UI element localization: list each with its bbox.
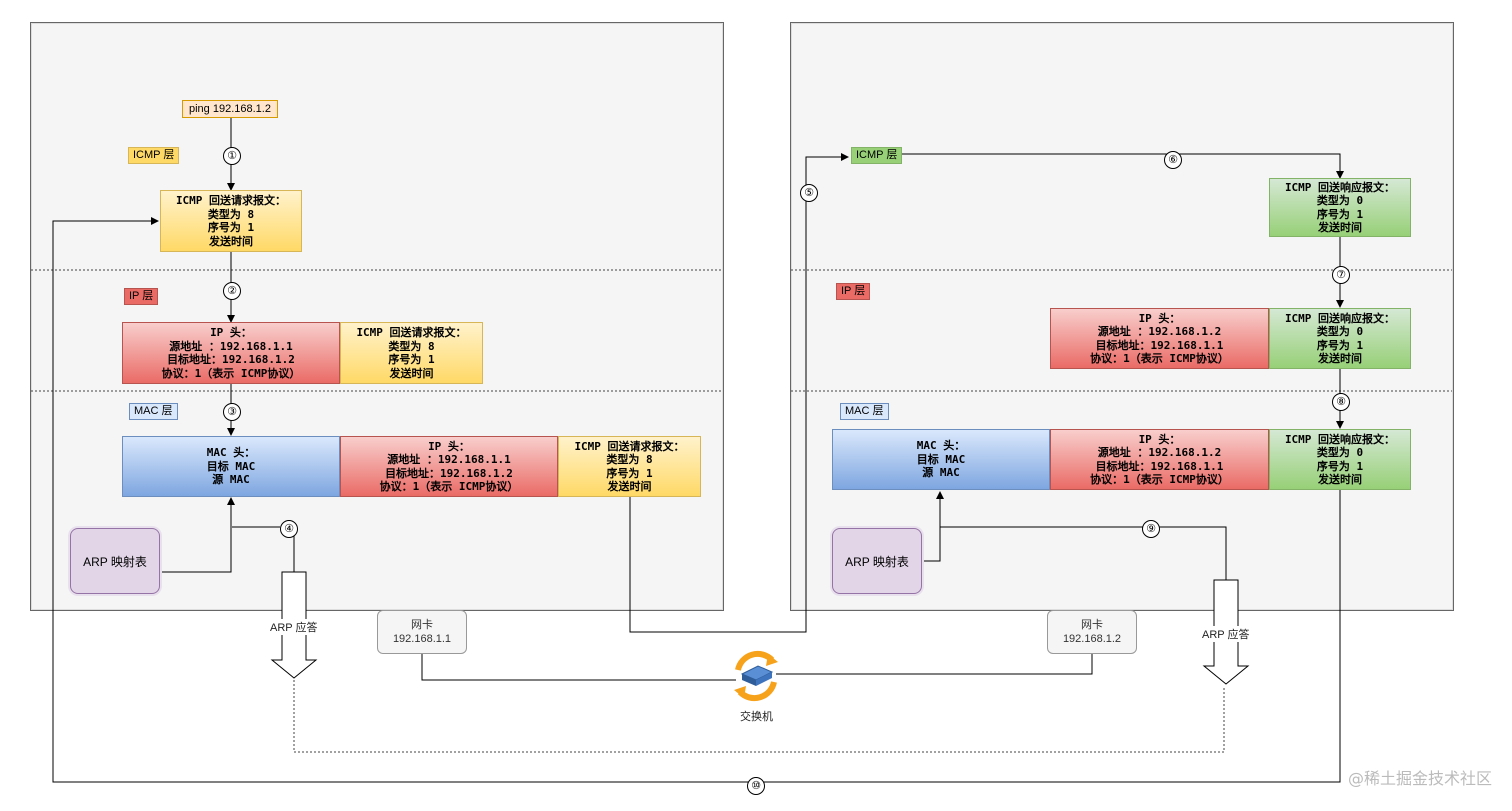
left-mac-payload-icmp: ICMP 回送请求报文： 类型为 8 序号为 1 发送时间 [558,436,701,497]
left-arp-table: ARP 映射表 [70,528,160,594]
step-9-marker: ⑨ [1142,520,1160,538]
right-nic: 网卡 192.168.1.2 [1047,610,1137,654]
step-6-marker: ⑥ [1164,151,1182,169]
right-icmp-reply-packet: ICMP 回送响应报文： 类型为 0 序号为 1 发送时间 [1269,178,1411,237]
right-icmp-layer-tag: ICMP 层 [851,147,903,164]
right-ip-header: IP 头： 源地址 ：192.168.1.2 目标地址：192.168.1.1 … [1050,308,1269,369]
switch-label: 交换机 [740,711,773,723]
left-arp-reply-label: ARP 应答 [270,619,318,635]
right-mac-payload-icmp: ICMP 回送响应报文： 类型为 0 序号为 1 发送时间 [1269,429,1411,490]
ping-command: ping 192.168.1.2 [182,100,278,118]
left-ip-layer-tag: IP 层 [124,288,159,305]
left-mac-layer-tag: MAC 层 [129,403,178,420]
right-arp-reply-label: ARP 应答 [1202,626,1250,642]
step-4-marker: ④ [280,520,298,538]
step-8-marker: ⑧ [1332,393,1350,411]
left-mac-payload-ip-header: IP 头： 源地址 ：192.168.1.1 目标地址：192.168.1.2 … [340,436,558,497]
right-nic-title: 网卡 [1081,619,1103,631]
left-icmp-request-packet: ICMP 回送请求报文： 类型为 8 序号为 1 发送时间 [160,190,302,252]
step-10-marker: ⑩ [747,777,765,795]
left-nic: 网卡 192.168.1.1 [377,610,467,654]
right-mac-layer-tag: MAC 层 [840,403,889,420]
right-nic-ip: 192.168.1.2 [1062,633,1122,645]
right-ip-layer-tag: IP 层 [836,283,871,300]
right-arp-table: ARP 映射表 [832,528,922,594]
step-2-marker: ② [223,282,241,300]
left-nic-ip: 192.168.1.1 [392,633,452,645]
watermark: @稀土掘金技术社区 [1347,769,1492,788]
left-icmp-layer-tag: ICMP 层 [128,147,180,164]
left-ip-header: IP 头： 源地址 ：192.168.1.1 目标地址：192.168.1.2 … [122,322,340,384]
left-mac-header: MAC 头： 目标 MAC 源 MAC [122,436,340,497]
step-7-marker: ⑦ [1332,266,1350,284]
right-ip-payload-icmp: ICMP 回送响应报文： 类型为 0 序号为 1 发送时间 [1269,308,1411,369]
switch-icon [734,650,778,702]
right-mac-header: MAC 头： 目标 MAC 源 MAC [832,429,1050,490]
step-1-marker: ① [223,147,241,165]
right-mac-payload-ip-header: IP 头： 源地址 ：192.168.1.2 目标地址：192.168.1.1 … [1050,429,1269,490]
left-ip-payload-icmp: ICMP 回送请求报文： 类型为 8 序号为 1 发送时间 [340,322,483,384]
left-nic-title: 网卡 [411,619,433,631]
step-5-marker: ⑤ [800,184,818,202]
step-3-marker: ③ [223,403,241,421]
left-host-panel [30,22,724,611]
